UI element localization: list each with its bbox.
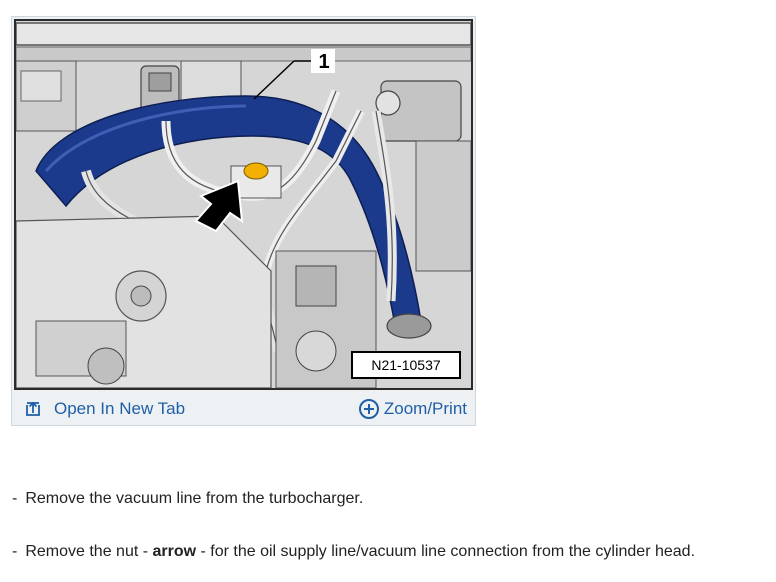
- figure-toolbar: Open In New Tab Zoom/Print: [12, 393, 475, 425]
- open-in-new-tab-link[interactable]: Open In New Tab: [24, 393, 185, 425]
- engine-drawing: [16, 21, 471, 388]
- zoom-print-label: Zoom/Print: [383, 399, 467, 418]
- step-text-after: - for the oil supply line/vacuum line co…: [196, 543, 696, 560]
- instruction-step: -Remove the vacuum line from the turboch…: [12, 490, 363, 508]
- instruction-step: -Remove the nut - arrow - for the oil su…: [12, 543, 695, 561]
- figure-card: 1 N21-10537 Open In New Tab Zoom: [11, 16, 476, 426]
- callout-number: 1: [318, 51, 330, 73]
- step-bullet: -: [12, 490, 18, 507]
- step-text-before: Remove the nut -: [25, 543, 153, 560]
- step-bullet: -: [12, 543, 18, 560]
- plus-circle-icon: [358, 398, 380, 420]
- engine-illustration[interactable]: 1 N21-10537: [14, 19, 473, 390]
- step-text: Remove the vacuum line from the turbocha…: [25, 490, 364, 507]
- figure-reference-code: N21-10537: [351, 351, 461, 379]
- open-in-new-tab-label: Open In New Tab: [54, 399, 186, 418]
- step-bold-term: arrow: [152, 543, 197, 560]
- zoom-print-link[interactable]: Zoom/Print: [358, 393, 467, 425]
- open-new-tab-icon: [24, 400, 42, 418]
